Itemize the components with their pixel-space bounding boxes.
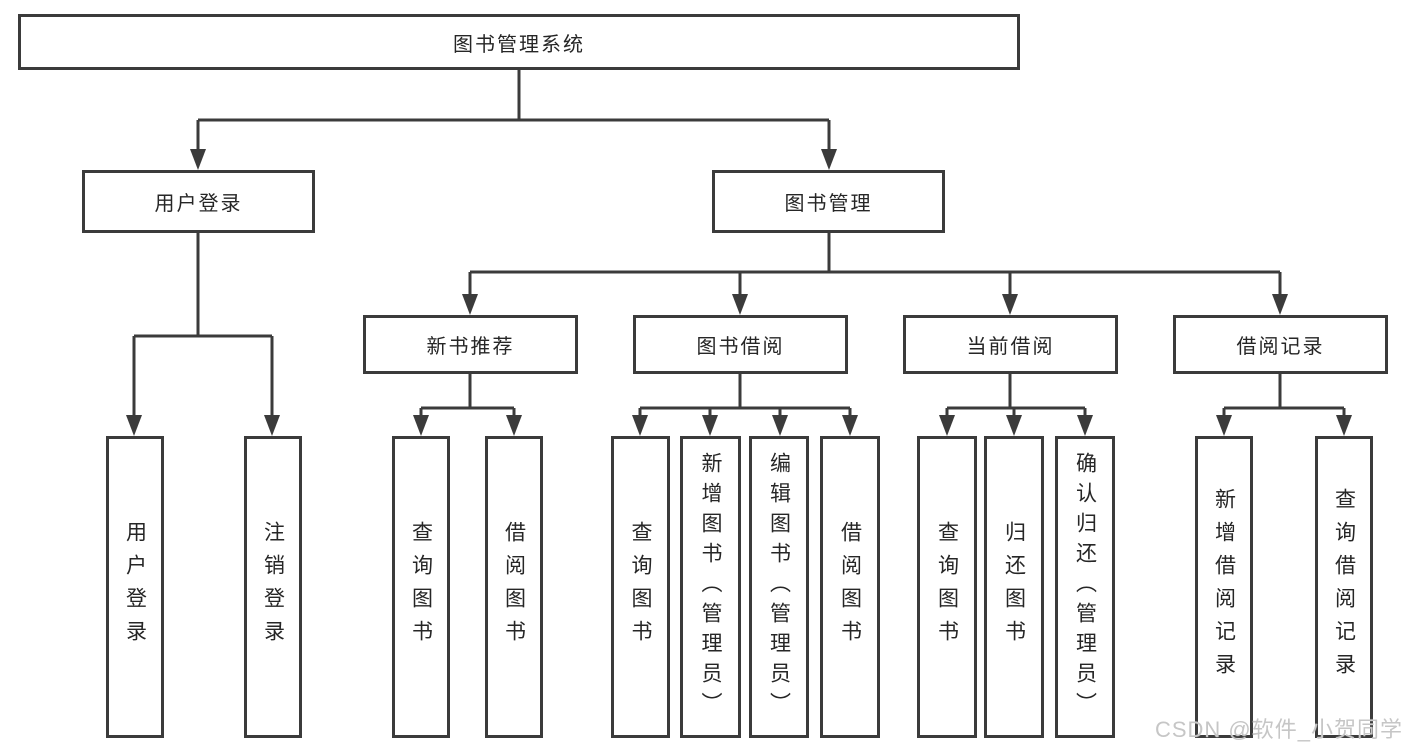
node-user-login: 用户登录 (82, 170, 315, 233)
node-label: 查询借阅记录 (1332, 488, 1356, 686)
node-label: 借阅记录 (1236, 336, 1325, 358)
node-label: 新增借阅记录 (1212, 488, 1236, 686)
node-borrowing-records: 借阅记录 (1173, 315, 1388, 374)
leaf-borrow-book: 借阅图书 (820, 436, 880, 738)
leaf-query-books-borrow: 查询图书 (611, 436, 670, 738)
leaf-query-borrow-record: 查询借阅记录 (1315, 436, 1373, 738)
leaf-query-books-recommend: 查询图书 (392, 436, 450, 738)
leaf-query-books-current: 查询图书 (917, 436, 977, 738)
leaf-user-login: 用户登录 (106, 436, 164, 738)
node-label: 编辑图书（管理员） (767, 452, 791, 722)
leaf-edit-book-admin: 编辑图书（管理员） (749, 436, 809, 738)
node-label: 查询图书 (935, 521, 959, 653)
node-label: 用户登录 (154, 193, 243, 215)
node-label: 注销登录 (261, 521, 285, 653)
node-label: 借阅图书 (502, 521, 526, 653)
node-label: 当前借阅 (966, 336, 1055, 358)
leaf-return-book: 归还图书 (984, 436, 1044, 738)
node-label: 查询图书 (629, 521, 652, 653)
node-book-management: 图书管理 (712, 170, 945, 233)
node-label: 借阅图书 (838, 521, 862, 653)
node-book-borrowing: 图书借阅 (633, 315, 848, 374)
node-label: 图书管理 (784, 193, 873, 215)
node-label: 图书管理系统 (453, 33, 585, 56)
leaf-add-book-admin: 新增图书（管理员） (680, 436, 741, 738)
node-library-management-system: 图书管理系统 (18, 14, 1020, 70)
leaf-confirm-return-admin: 确认归还（管理员） (1055, 436, 1115, 738)
node-label: 新书推荐 (426, 336, 515, 358)
leaf-add-borrow-record: 新增借阅记录 (1195, 436, 1253, 738)
node-label: 查询图书 (409, 521, 433, 653)
node-label: 图书借阅 (696, 336, 785, 358)
node-current-borrowing: 当前借阅 (903, 315, 1118, 374)
node-label: 用户登录 (123, 521, 147, 653)
watermark: CSDN @软件_小贺同学 (1154, 717, 1403, 742)
node-label: 归还图书 (1002, 521, 1026, 653)
node-label: 新增图书（管理员） (699, 452, 722, 722)
leaf-logout-login: 注销登录 (244, 436, 302, 738)
arrowheads (126, 149, 1352, 436)
leaf-borrow-books-recommend: 借阅图书 (485, 436, 543, 738)
node-new-book-recommend: 新书推荐 (363, 315, 578, 374)
node-label: 确认归还（管理员） (1073, 452, 1097, 722)
